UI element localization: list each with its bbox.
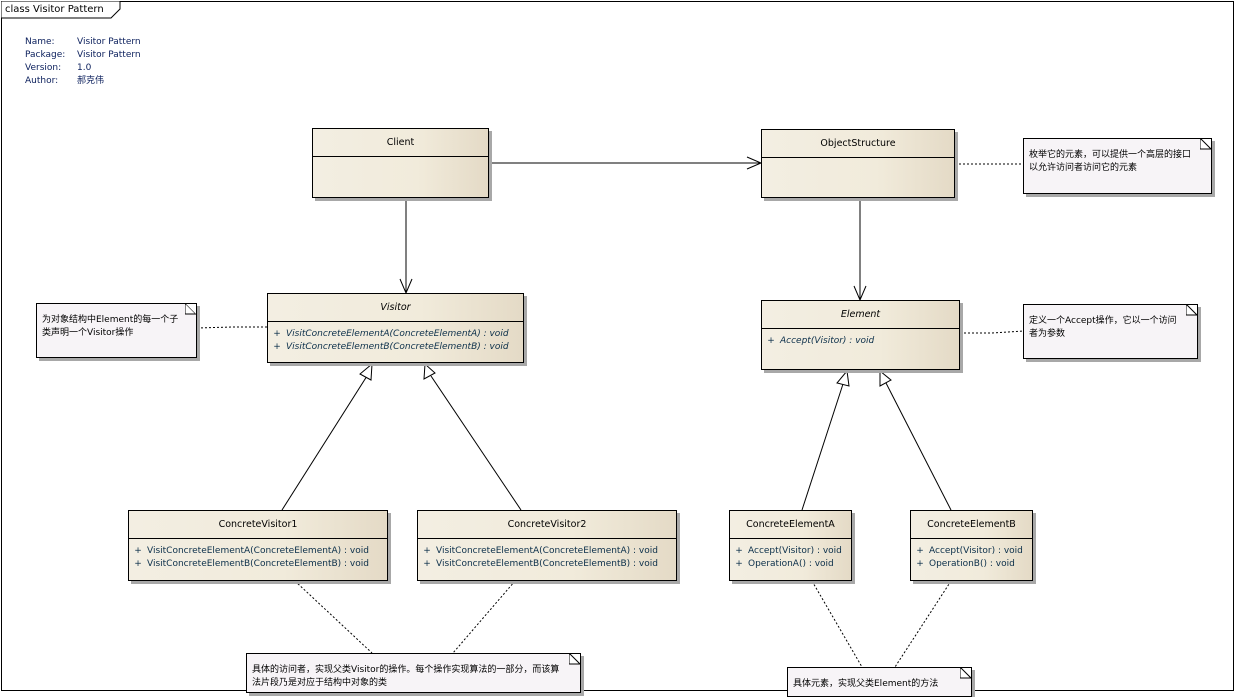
operation-row: +Accept(Visitor) : void: [735, 546, 842, 556]
class-concreteelementa[interactable]: ConcreteElementA +Accept(Visitor) : void…: [729, 510, 852, 581]
operation-row: +OperationB() : void: [916, 559, 1015, 569]
class-name: Element: [762, 301, 959, 329]
operation-row: +VisitConcreteElementA(ConcreteElementA)…: [134, 546, 369, 556]
class-element[interactable]: Element +Accept(Visitor) : void: [761, 300, 960, 370]
note-visitor[interactable]: 为对象结构中Element的每一个子类声明一个Visitor操作: [36, 303, 197, 358]
triangle-ceb: [879, 369, 892, 387]
class-name: ConcreteElementA: [730, 511, 851, 539]
operation-row: +VisitConcreteElementA(ConcreteElementA)…: [423, 546, 658, 556]
note-link-element: [960, 330, 1024, 334]
note-fold-icon: [1200, 139, 1211, 150]
generalization-ceb-element: [885, 382, 952, 511]
note-fold-icon: [569, 654, 580, 665]
operations-compartment: +VisitConcreteElementA(ConcreteElementA)…: [268, 322, 523, 354]
operation-row: +VisitConcreteElementB(ConcreteElementB)…: [273, 342, 509, 352]
class-concreteelementb[interactable]: ConcreteElementB +Accept(Visitor) : void…: [910, 510, 1033, 581]
operations-compartment: +Accept(Visitor) : void +OperationA() : …: [730, 539, 851, 571]
note-link-visitor: [196, 326, 267, 329]
class-name: ConcreteElementB: [911, 511, 1032, 539]
note-text: 定义一个Accept操作，它以一个访问者为参数: [1029, 316, 1177, 339]
triangle-cv2: [423, 362, 436, 380]
class-name: Client: [313, 129, 488, 157]
operation-row: +Accept(Visitor) : void: [767, 336, 875, 346]
note-link-ceb: [894, 580, 952, 668]
diagram-metadata: Name:Visitor Pattern Package:Visitor Pat…: [25, 36, 141, 88]
class-objectstructure[interactable]: ObjectStructure: [761, 129, 955, 198]
note-link-cv1: [294, 580, 373, 654]
note-element[interactable]: 定义一个Accept操作，它以一个访问者为参数: [1023, 304, 1198, 359]
meta-name: Name:Visitor Pattern: [25, 37, 141, 47]
note-fold-icon: [960, 668, 971, 679]
class-concretevisitor1[interactable]: ConcreteVisitor1 +VisitConcreteElementA(…: [128, 510, 388, 581]
meta-author: Author:郝克伟: [25, 76, 105, 86]
frame-title: class Visitor Pattern: [5, 4, 104, 15]
meta-version: Version:1.0: [25, 63, 92, 73]
class-name: ConcreteVisitor1: [129, 511, 387, 539]
note-text: 为对象结构中Element的每一个子类声明一个Visitor操作: [42, 315, 179, 338]
triangle-cv1: [359, 362, 373, 381]
note-text: 枚举它的元素，可以提供一个高层的接口以允许访问者访问它的元素: [1029, 150, 1192, 173]
note-objectstructure[interactable]: 枚举它的元素，可以提供一个高层的接口以允许访问者访问它的元素: [1023, 138, 1212, 194]
note-text: 具体的访问者，实现父类Visitor的操作。每个操作实现算法的一部分，而该算法片…: [252, 665, 560, 688]
note-concreteelement[interactable]: 具体元素，实现父类Element的方法: [787, 667, 972, 697]
operation-row: +VisitConcreteElementB(ConcreteElementB)…: [423, 559, 658, 569]
class-name: ObjectStructure: [762, 130, 954, 158]
operations-compartment: +Accept(Visitor) : void +OperationB() : …: [911, 539, 1032, 571]
class-concretevisitor2[interactable]: ConcreteVisitor2 +VisitConcreteElementA(…: [417, 510, 677, 581]
note-concretevisitor[interactable]: 具体的访问者，实现父类Visitor的操作。每个操作实现算法的一部分，而该算法片…: [246, 653, 581, 693]
generalization-cea-element: [801, 383, 844, 511]
operation-row: +VisitConcreteElementA(ConcreteElementA)…: [273, 329, 509, 339]
operation-row: +VisitConcreteElementB(ConcreteElementB)…: [134, 559, 369, 569]
note-fold-icon: [185, 304, 196, 315]
class-client[interactable]: Client: [312, 128, 489, 198]
note-fold-icon: [1186, 305, 1197, 316]
frame-tab: [1, 1, 121, 19]
class-visitor[interactable]: Visitor +VisitConcreteElementA(ConcreteE…: [267, 293, 524, 363]
generalization-cv2-visitor: [430, 375, 522, 511]
note-link-cea: [811, 580, 863, 668]
meta-package: Package:Visitor Pattern: [25, 50, 141, 60]
operations-compartment: +Accept(Visitor) : void: [762, 329, 959, 348]
operations-compartment: +VisitConcreteElementA(ConcreteElementA)…: [418, 539, 676, 571]
note-text: 具体元素，实现父类Element的方法: [793, 679, 939, 689]
triangle-cea: [836, 369, 850, 387]
generalization-cv1-visitor: [281, 375, 368, 511]
class-name: ConcreteVisitor2: [418, 511, 676, 539]
operation-row: +Accept(Visitor) : void: [916, 546, 1023, 556]
note-link-cv2: [452, 580, 516, 654]
operation-row: +OperationA() : void: [735, 559, 834, 569]
class-name: Visitor: [268, 294, 523, 322]
operations-compartment: +VisitConcreteElementA(ConcreteElementA)…: [129, 539, 387, 571]
